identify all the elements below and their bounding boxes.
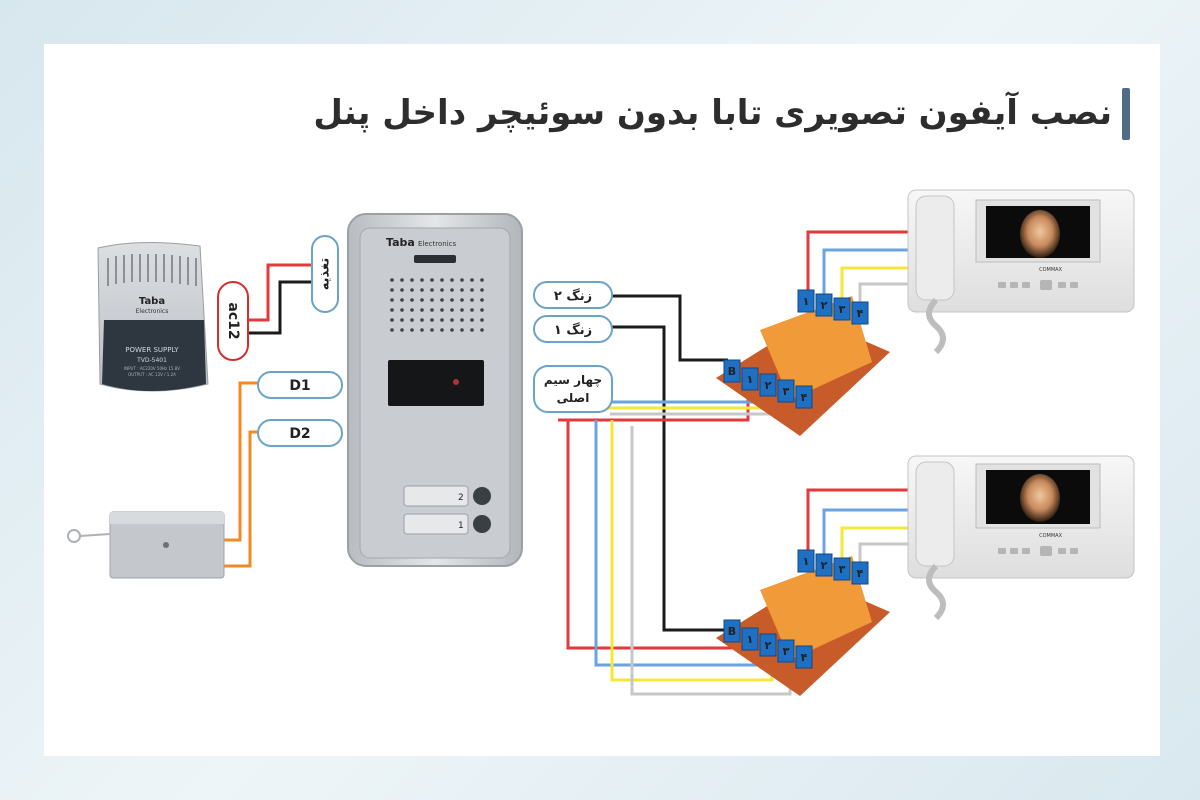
b1-mpin-2: ۳ <box>839 303 846 316</box>
power-wires <box>248 263 312 335</box>
psu-model: TVD-5401 <box>136 357 167 364</box>
camera-window <box>388 360 484 406</box>
d2-label: D2 <box>289 426 310 442</box>
b2-mpin-1: ۲ <box>821 559 828 572</box>
panel-brand: Taba <box>386 236 415 249</box>
panel-brand-sub: Electronics <box>418 240 457 248</box>
b1-pin-1: ۱ <box>747 373 754 386</box>
d1-label: D1 <box>289 378 310 394</box>
b1-pin-0: B <box>728 365 736 378</box>
psu-brand: Taba <box>139 296 165 307</box>
four-wire-label-1: چهار سیم <box>544 373 602 387</box>
feed-label: تغذیه <box>318 258 333 291</box>
b2-mpin-3: ۴ <box>857 567 864 580</box>
b2-mpin-0: ۱ <box>803 555 810 568</box>
psu-brand-sub: Electronics <box>136 308 169 315</box>
bell-wires <box>612 294 728 632</box>
panel-button-2[interactable] <box>473 487 491 505</box>
bell1-label: زنگ ۱ <box>554 322 592 338</box>
b1-mpin-0: ۱ <box>803 295 810 308</box>
psu-spec-1: INPUT : AC220V 50Hz 15.8V <box>124 366 180 371</box>
b1-pin-3: ۳ <box>783 385 790 398</box>
panel-button-2-label: 2 <box>458 493 464 503</box>
b1-mpin-3: ۴ <box>857 307 864 320</box>
bell1-pill: زنگ ۱ <box>533 315 613 343</box>
b1-mpin-1: ۲ <box>821 299 828 312</box>
ac12-label: ac12 <box>225 302 241 339</box>
lock-wires <box>222 381 258 568</box>
d1-pill: D1 <box>257 371 343 399</box>
monitor-1: COMMAX <box>907 189 1135 355</box>
monitor-1-brand: COMMAX <box>1039 267 1062 273</box>
b2-pin-1: ۱ <box>747 633 754 646</box>
monitor-2: COMMAX <box>907 455 1135 621</box>
b1-pin-2: ۲ <box>765 379 772 392</box>
handset-1 <box>915 195 955 301</box>
feed-pill: تغذیه <box>311 235 339 313</box>
monitor-2-brand: COMMAX <box>1039 533 1062 539</box>
b2-pin-3: ۳ <box>783 645 790 658</box>
b1-pin-4: ۴ <box>801 391 808 404</box>
terminal-board-1: B ۱ ۲ ۳ ۴ ۱ ۲ ۳ ۴ <box>716 289 890 436</box>
d2-pill: D2 <box>257 419 343 447</box>
four-wire-pill: چهار سیم اصلی <box>533 365 613 413</box>
ac12-pill: ac12 <box>217 281 249 361</box>
door-panel: Taba Electronics 2 1 <box>347 213 523 567</box>
power-supply: Taba Electronics POWER SUPPLY TVD-5401 I… <box>97 241 209 392</box>
terminal-board-2: B ۱ ۲ ۳ ۴ ۱ ۲ ۳ ۴ <box>716 549 890 696</box>
bell2-pill: زنگ ۲ <box>533 281 613 309</box>
four-wire-label-2: اصلی <box>557 391 590 405</box>
speaker-grille <box>390 278 484 332</box>
bell2-label: زنگ ۲ <box>554 288 592 304</box>
b2-pin-2: ۲ <box>765 639 772 652</box>
door-lock <box>67 511 225 579</box>
psu-label: POWER SUPPLY <box>125 346 179 354</box>
page-title: نصب آیفون تصویری تابا بدون سوئیچر داخل پ… <box>313 93 1112 133</box>
title-accent-bar <box>1122 88 1130 140</box>
b2-pin-0: B <box>728 625 736 638</box>
b2-mpin-2: ۳ <box>839 563 846 576</box>
psu-spec-2: OUTPUT : AC 12V / 1.2A <box>128 372 176 377</box>
b2-pin-4: ۴ <box>801 651 808 664</box>
panel-button-1-label: 1 <box>458 521 464 531</box>
handset-2 <box>915 461 955 567</box>
panel-button-1[interactable] <box>473 515 491 533</box>
